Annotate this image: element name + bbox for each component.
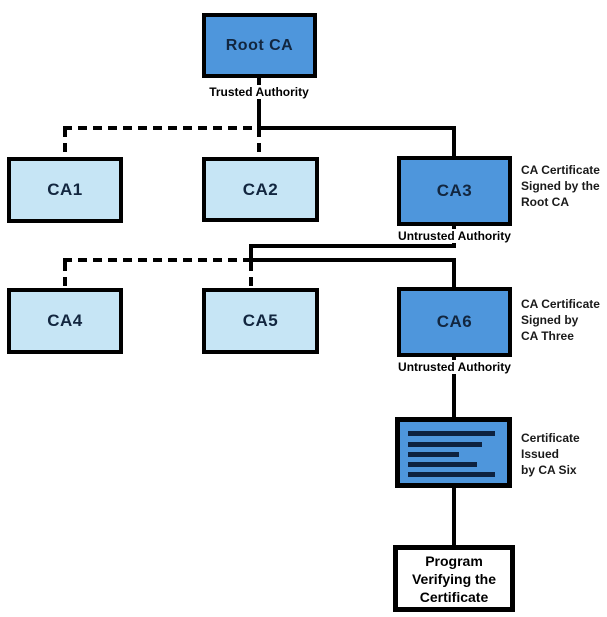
program-line-1: Program [425, 552, 483, 569]
connector-drop-ca3 [452, 126, 456, 157]
connector-mid-lower [249, 258, 456, 262]
note-ca6-line-2: Signed by [521, 313, 579, 327]
node-ca2: CA2 [202, 157, 319, 222]
connector-drop-ca5 [249, 262, 253, 288]
connector-row2-dashed [63, 258, 249, 262]
node-ca4: CA4 [7, 288, 123, 354]
note-ca3-line-3: Root CA [521, 195, 569, 209]
connector-mid-left-join [249, 244, 253, 262]
node-ca3: CA3 [397, 156, 512, 226]
label-untrusted-authority-ca3: Untrusted Authority [396, 229, 513, 243]
note-ca3-certificate: CA Certificate Signed by the Root CA [521, 162, 600, 210]
node-ca5-label: CA5 [242, 311, 279, 330]
node-ca1-label: CA1 [47, 180, 83, 199]
note-ca3-line-1: CA Certificate [521, 163, 600, 177]
connector-drop-ca6 [452, 258, 456, 287]
connector-drop-ca1 [63, 128, 67, 157]
node-ca2-label: CA2 [242, 179, 279, 199]
node-program-verifier: Program Verifying the Certificate [393, 545, 515, 612]
node-ca4-label: CA4 [47, 311, 83, 330]
node-root-ca: Root CA [202, 13, 317, 78]
connector-row1-solid [257, 126, 456, 130]
note-certificate-issued: Certificate Issued by CA Six [521, 430, 580, 478]
note-ca6-line-3: CA Three [521, 329, 574, 343]
program-line-3: Certificate [419, 588, 489, 605]
certificate-text-line [408, 431, 495, 436]
certificate-text-line [408, 452, 459, 457]
note-cert-line-1: Certificate [521, 431, 580, 445]
connector-drop-ca4 [63, 262, 67, 288]
node-ca6-label: CA6 [436, 312, 473, 331]
certificate-text-line [408, 462, 477, 467]
connector-ca6-certificate [452, 357, 456, 417]
connector-row1-dashed [63, 126, 259, 130]
node-root-ca-label: Root CA [225, 36, 294, 54]
node-program-verifier-label: Program Verifying the Certificate [412, 552, 496, 606]
connector-root-down [257, 78, 261, 128]
node-ca1: CA1 [7, 157, 123, 223]
note-ca6-certificate: CA Certificate Signed by CA Three [521, 296, 600, 344]
certificate-icon [395, 417, 512, 488]
connector-certificate-program [452, 488, 456, 545]
node-ca5: CA5 [202, 288, 319, 354]
note-ca6-line-1: CA Certificate [521, 297, 600, 311]
connector-mid-upper [249, 244, 456, 248]
note-ca3-line-2: Signed by the [521, 179, 600, 193]
certificate-text-line [408, 442, 482, 447]
label-untrusted-authority-ca6: Untrusted Authority [396, 360, 513, 374]
certificate-text-line [408, 472, 495, 477]
node-ca3-label: CA3 [436, 181, 473, 200]
label-trusted-authority: Trusted Authority [207, 85, 311, 99]
node-ca6: CA6 [397, 287, 512, 357]
note-cert-line-3: by CA Six [521, 463, 577, 477]
program-line-2: Verifying the [411, 570, 497, 587]
connector-drop-ca2 [257, 128, 261, 157]
note-cert-line-2: Issued [521, 447, 560, 461]
